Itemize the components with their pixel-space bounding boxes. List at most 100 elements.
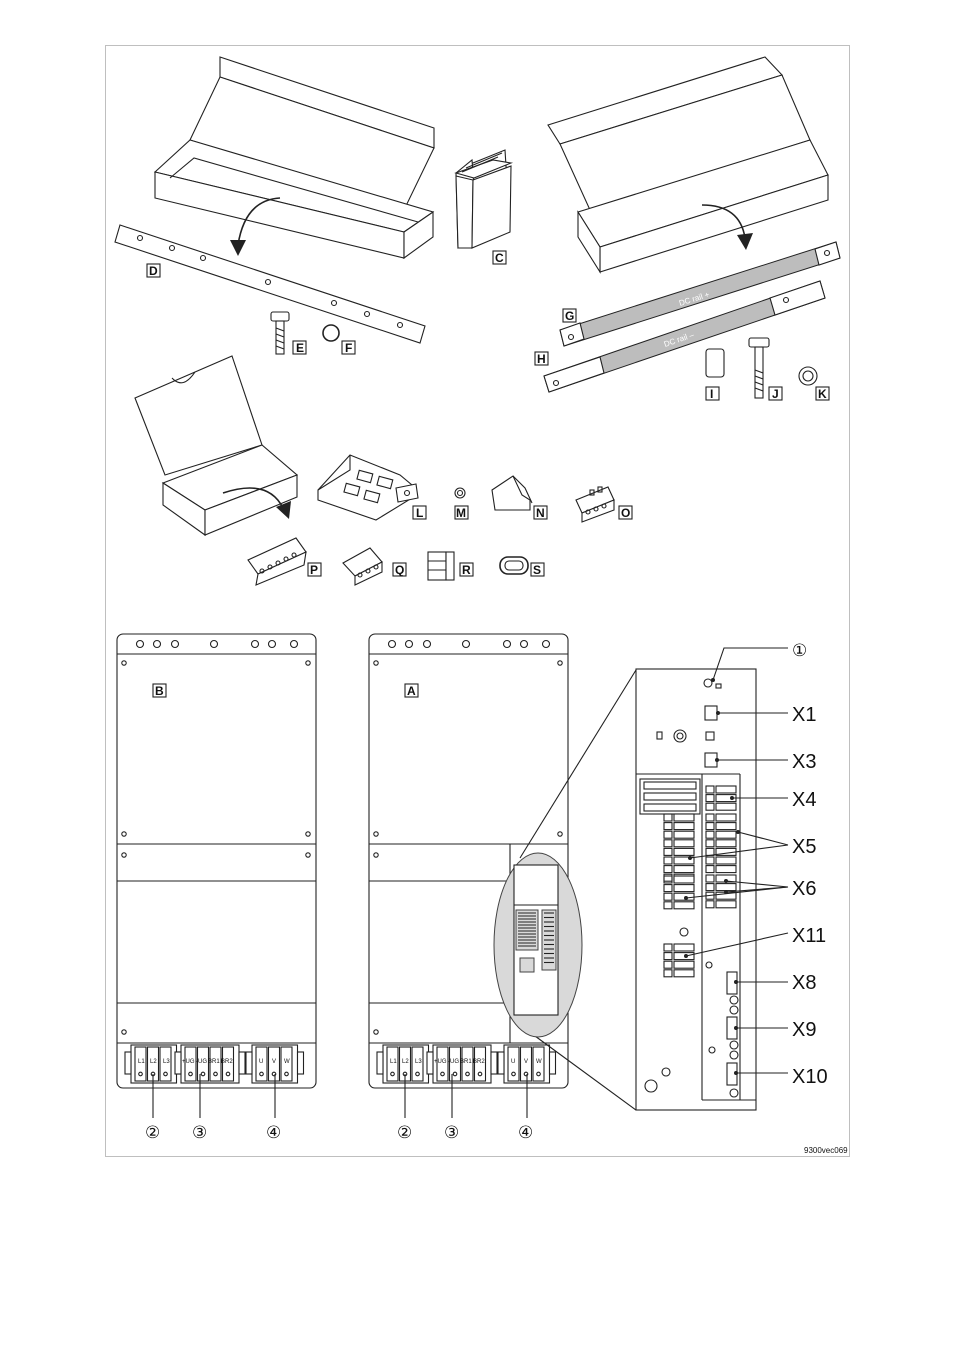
terminal-l2-a: L2 xyxy=(402,1059,409,1065)
terminal-end-clamp xyxy=(174,1051,182,1075)
callout-2-a: ② xyxy=(397,1123,412,1143)
x6-strip-left-slot xyxy=(673,901,695,910)
x6-strip-left-slot xyxy=(673,884,695,893)
terminal-cell xyxy=(461,1046,474,1082)
terminal-screw xyxy=(200,1071,206,1077)
part-label-i: I xyxy=(710,387,713,401)
terminal-br1-b: BR1 xyxy=(208,1059,220,1065)
leader-dot xyxy=(734,1071,738,1075)
drive-module-b xyxy=(116,633,317,1089)
plug-p xyxy=(247,537,307,586)
terminal-cell xyxy=(519,1046,533,1082)
leader-dot xyxy=(711,678,715,682)
screw-head xyxy=(305,852,311,858)
part-label-r: R xyxy=(462,563,471,577)
connector-leader xyxy=(725,880,789,888)
x11-strip-pin xyxy=(663,960,673,969)
mounting-hole xyxy=(387,639,397,649)
terminal-cell xyxy=(255,1046,268,1082)
x5-strip-right-pin xyxy=(705,865,715,874)
x6-strip-right-pin xyxy=(705,874,715,883)
x6-strip-left-pin xyxy=(663,892,673,901)
x5-strip-left-slot xyxy=(673,813,695,822)
screw-head xyxy=(121,831,127,837)
x11-strip-slot xyxy=(673,960,695,969)
terminal-screw xyxy=(138,1071,143,1077)
figure-frame xyxy=(105,45,850,1157)
screw-head xyxy=(305,831,311,837)
x5-strip-right-pin xyxy=(705,813,715,822)
terminal-screw xyxy=(163,1071,168,1077)
terminal-l3-a: L3 xyxy=(415,1059,422,1065)
connector-label-x11: X11 xyxy=(792,925,826,947)
leader-dot xyxy=(715,758,719,762)
x5-strip-left-pin xyxy=(663,847,673,856)
terminal-u-a: U xyxy=(511,1059,515,1065)
terminal-screw xyxy=(440,1071,445,1077)
spacer-i xyxy=(705,348,725,378)
mounting-hole xyxy=(170,639,180,649)
x5-strip-right-slot xyxy=(715,813,737,822)
x6-strip-left-pin xyxy=(663,875,673,884)
connector-label-x3: X3 xyxy=(792,751,816,773)
mounting-bar-d xyxy=(114,224,426,344)
terminal-end-clamp xyxy=(548,1051,557,1075)
connector-label-x8: X8 xyxy=(792,972,816,994)
terminal-screw xyxy=(390,1071,395,1077)
leader-dot xyxy=(724,890,728,894)
connector-leader xyxy=(685,886,789,899)
x5-strip-right-slot xyxy=(715,830,737,839)
connector-label-x6: X6 xyxy=(792,878,816,900)
part-label-d: D xyxy=(149,264,158,278)
leader-dot xyxy=(734,980,738,984)
x11-strip-slot xyxy=(673,943,695,952)
leader-dot xyxy=(684,896,688,900)
leader-dot xyxy=(716,711,720,715)
part-label-c: C xyxy=(495,251,504,265)
mounting-hole xyxy=(519,639,529,649)
terminal-end-clamp xyxy=(497,1051,505,1075)
x11-strip-pin xyxy=(663,969,673,978)
part-label-k: K xyxy=(818,387,827,401)
terminal-u-b: U xyxy=(259,1059,263,1065)
x5-strip-right-slot xyxy=(715,839,737,848)
mounting-hole xyxy=(541,639,551,649)
terminal-mug-a: -UG xyxy=(448,1059,459,1065)
screw-head xyxy=(305,660,311,666)
screw-head xyxy=(121,660,127,666)
x5-strip-left-pin xyxy=(663,865,673,874)
part-label-f: F xyxy=(345,341,352,355)
screw-head xyxy=(121,852,127,858)
terminal-v-b: V xyxy=(272,1059,276,1065)
x5-strip-left-pin xyxy=(663,830,673,839)
packing-box-3 xyxy=(134,355,299,537)
connector-label-x9: X9 xyxy=(792,1019,816,1041)
terminal-cell xyxy=(386,1046,399,1082)
terminal-cell xyxy=(184,1046,197,1082)
leader-dot xyxy=(684,954,688,958)
leader-dot xyxy=(688,856,692,860)
x5-strip-left-slot xyxy=(673,847,695,856)
terminal-screw xyxy=(213,1071,218,1077)
terminal-block xyxy=(130,1044,178,1084)
leader-dot xyxy=(734,1026,738,1030)
terminal-cell xyxy=(134,1046,147,1082)
terminal-screw xyxy=(188,1071,193,1077)
dc-rail-g xyxy=(559,241,841,347)
part-label-e: E xyxy=(296,341,304,355)
terminal-end-clamp xyxy=(426,1051,434,1075)
terminal-end-clamp xyxy=(376,1051,384,1075)
screw-head xyxy=(373,852,379,858)
part-label-p: P xyxy=(310,563,318,577)
packing-box-2 xyxy=(547,56,829,274)
screw-head xyxy=(557,660,563,666)
mounting-hole xyxy=(135,639,145,649)
terminal-screw xyxy=(452,1071,458,1077)
washer-f xyxy=(322,324,340,342)
terminal-l1-b: L1 xyxy=(138,1059,145,1065)
shield-plate-l xyxy=(317,454,419,521)
figure-reference: 9300vec069 xyxy=(804,1146,848,1155)
terminal-end-clamp xyxy=(238,1051,246,1075)
screw-head xyxy=(373,831,379,837)
terminal-screw xyxy=(477,1071,483,1077)
